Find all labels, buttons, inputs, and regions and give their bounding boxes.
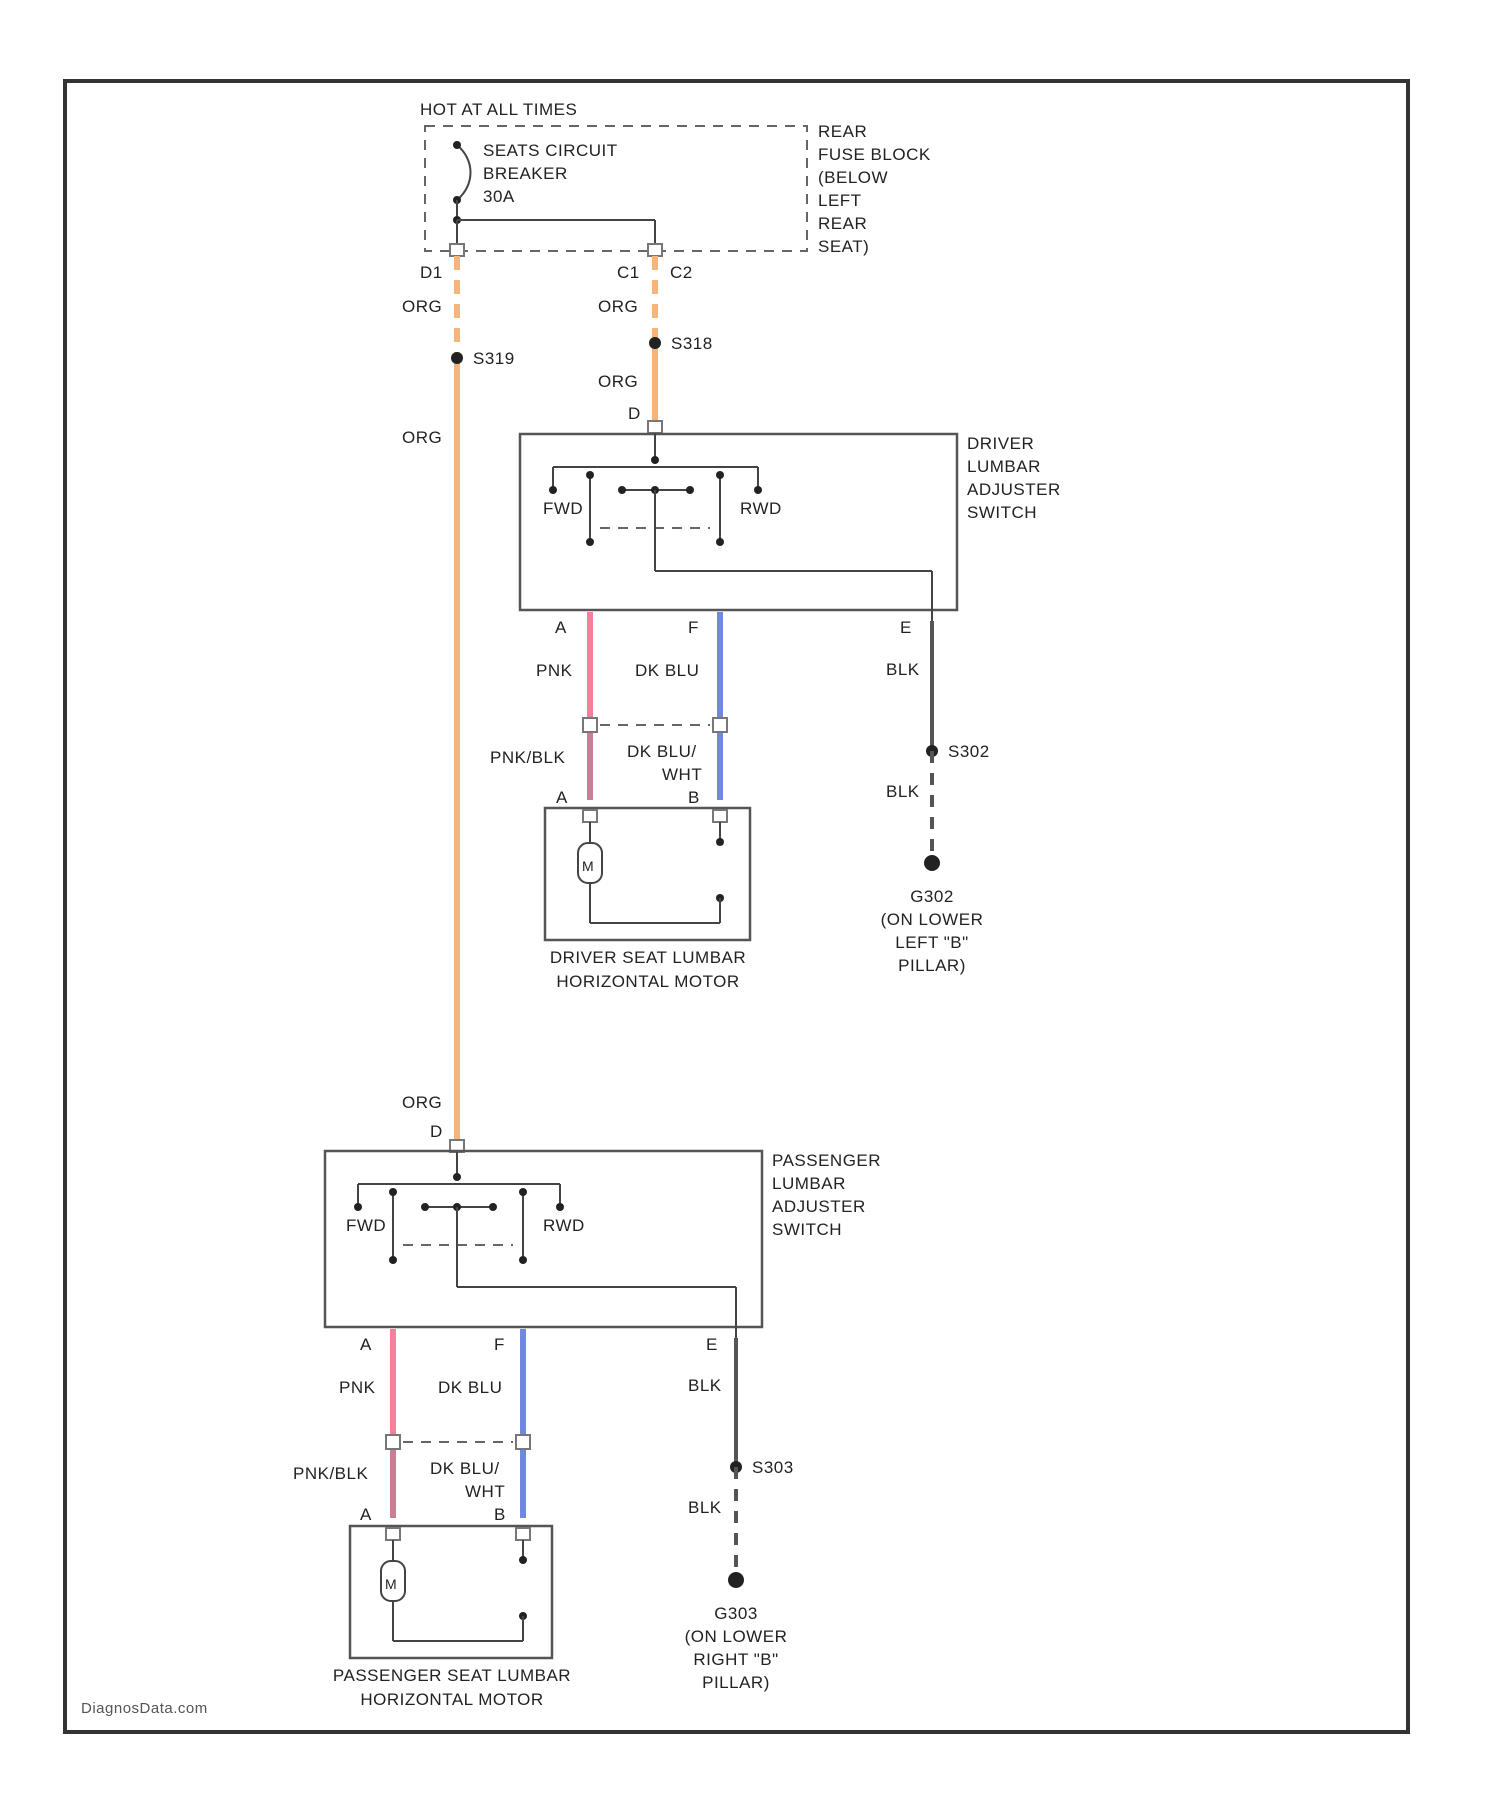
passenger-dk-blu-wht-label-2: WHT [465, 1482, 505, 1501]
connector-d1-label: D1 [420, 263, 443, 282]
passenger-motor-pin-b: B [494, 1505, 506, 1524]
passenger-dk-blu-label: DK BLU [438, 1378, 502, 1397]
driver-switch-pin-d: D [628, 404, 641, 423]
diagram-frame [65, 81, 1408, 1732]
passenger-switch-pin-d: D [430, 1122, 443, 1141]
driver-switch-label-4: SWITCH [967, 503, 1037, 522]
fuse-block-label-3: (BELOW [818, 168, 888, 187]
splice-s318-dot [649, 337, 661, 349]
passenger-motor-label-2: HORIZONTAL MOTOR [360, 1690, 543, 1709]
driver-motor-label-1: DRIVER SEAT LUMBAR [550, 948, 746, 967]
org-label-4: ORG [402, 428, 442, 447]
driver-lumbar-switch: D DRIVER LUMBAR ADJUSTER SWITCH FWD RWD … [520, 404, 1061, 637]
driver-motor-pin-b: B [688, 788, 700, 807]
driver-switch-label-1: DRIVER [967, 434, 1034, 453]
org-label-1: ORG [402, 297, 442, 316]
driver-ground-label-3: LEFT "B" [895, 933, 968, 952]
fuse-block-label-4: LEFT [818, 191, 862, 210]
connector-c1-c2 [648, 244, 662, 256]
splice-s318-label: S318 [671, 334, 713, 353]
passenger-switch-rwd-label: RWD [543, 1216, 585, 1235]
driver-switch-pin-f: F [688, 618, 699, 637]
driver-switch-pin-a: A [555, 618, 567, 637]
passenger-switch-label-3: ADJUSTER [772, 1197, 866, 1216]
passenger-ground-label-4: PILLAR) [702, 1673, 770, 1692]
driver-dk-blu-label: DK BLU [635, 661, 699, 680]
passenger-switch-pin-e: E [706, 1335, 718, 1354]
driver-motor-label-2: HORIZONTAL MOTOR [556, 972, 739, 991]
fuse-block-label-6: SEAT) [818, 237, 869, 256]
driver-ground-label-1: G302 [910, 887, 954, 906]
splice-s302-label: S302 [948, 742, 990, 761]
passenger-ground-symbol [728, 1572, 744, 1588]
org-label-2: ORG [598, 297, 638, 316]
driver-switch-label-3: ADJUSTER [967, 480, 1061, 499]
passenger-input-org-label: ORG [402, 1093, 442, 1112]
passenger-switch-pin-f: F [494, 1335, 505, 1354]
passenger-switch-pin-a: A [360, 1335, 372, 1354]
passenger-switch-label-2: LUMBAR [772, 1174, 846, 1193]
passenger-pnk-label: PNK [339, 1378, 376, 1397]
passenger-dk-blu-wht-label-1: DK BLU/ [430, 1459, 500, 1478]
driver-motor-pin-a: A [556, 788, 568, 807]
driver-switch-rwd-label: RWD [740, 499, 782, 518]
splice-s319-label: S319 [473, 349, 515, 368]
passenger-switch-fwd-label: FWD [346, 1216, 386, 1235]
circuit-breaker-symbol [457, 145, 471, 200]
rear-fuse-block: HOT AT ALL TIMES SEATS CIRCUIT BREAKER 3… [420, 100, 931, 282]
driver-switch-label-2: LUMBAR [967, 457, 1041, 476]
passenger-blk-label: BLK [688, 1376, 722, 1395]
fuse-block-label-1: REAR [818, 122, 867, 141]
driver-pnk-label: PNK [536, 661, 573, 680]
breaker-label-2: BREAKER [483, 164, 568, 183]
watermark: DiagnosData.com [81, 1700, 208, 1717]
driver-ground-label-4: PILLAR) [898, 956, 966, 975]
driver-switch-box [520, 434, 957, 610]
passenger-motor-pin-a: A [360, 1505, 372, 1524]
driver-dk-blu-wht-label-1: DK BLU/ [627, 742, 697, 761]
passenger-switch-label-1: PASSENGER [772, 1151, 881, 1170]
breaker-label-3: 30A [483, 187, 515, 206]
driver-ground-label-2: (ON LOWER [881, 910, 984, 929]
driver-switch-pin-e: E [900, 618, 912, 637]
driver-ground-blk-label: BLK [886, 782, 920, 801]
driver-lumbar-motor: A B M DRIVER SEAT LUMBAR HORIZONTAL MOTO… [545, 788, 750, 991]
passenger-motor-m: M [385, 1576, 397, 1592]
splice-s319-dot [451, 352, 463, 364]
passenger-ground-blk-label: BLK [688, 1498, 722, 1517]
connector-c2-label: C2 [670, 263, 693, 282]
driver-ground-symbol [924, 855, 940, 871]
connector-d1 [450, 244, 464, 256]
driver-dk-blu-wht-label-2: WHT [662, 765, 702, 784]
passenger-pnk-blk-label: PNK/BLK [293, 1464, 368, 1483]
breaker-label-1: SEATS CIRCUIT [483, 141, 618, 160]
driver-pnk-blk-label: PNK/BLK [490, 748, 565, 767]
driver-switch-fwd-label: FWD [543, 499, 583, 518]
passenger-switch-box [325, 1151, 762, 1327]
passenger-ground-label-2: (ON LOWER [685, 1627, 788, 1646]
connector-c1-label: C1 [617, 263, 640, 282]
passenger-ground-label-3: RIGHT "B" [693, 1650, 778, 1669]
passenger-lumbar-motor: A B M PASSENGER SEAT LUMBAR HORIZONTAL M… [333, 1505, 571, 1709]
orange-feed-wires: S319 S318 ORG ORG ORG ORG [402, 256, 713, 1146]
passenger-lumbar-switch: ORG D PASSENGER LUMBAR ADJUSTER SWITCH F… [325, 1093, 881, 1354]
driver-blk-label: BLK [886, 660, 920, 679]
passenger-ground-label-1: G303 [714, 1604, 758, 1623]
passenger-motor-label-1: PASSENGER SEAT LUMBAR [333, 1666, 571, 1685]
passenger-switch-label-4: SWITCH [772, 1220, 842, 1239]
splice-s303-label: S303 [752, 1458, 794, 1477]
driver-motor-m: M [582, 858, 594, 874]
fuse-block-label-2: FUSE BLOCK [818, 145, 931, 164]
org-label-3: ORG [598, 372, 638, 391]
hot-at-all-times-label: HOT AT ALL TIMES [420, 100, 577, 119]
fuse-block-label-5: REAR [818, 214, 867, 233]
